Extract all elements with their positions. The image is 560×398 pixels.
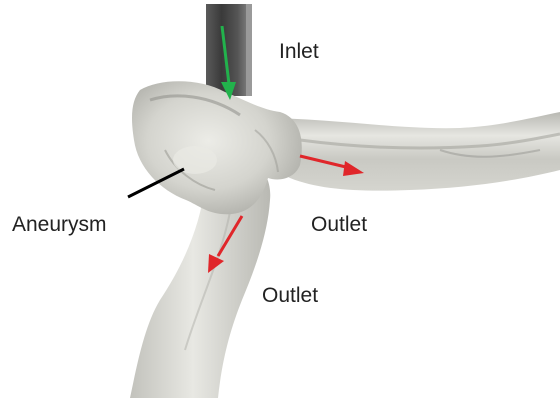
outlet-bottom-label: Outlet <box>262 285 318 306</box>
aneurysm-sac <box>132 81 302 214</box>
right-outlet-vessel <box>262 112 560 191</box>
aneurysm-label: Aneurysm <box>12 214 107 235</box>
inlet-label: Inlet <box>279 41 319 62</box>
outlet-right-label: Outlet <box>311 214 367 235</box>
